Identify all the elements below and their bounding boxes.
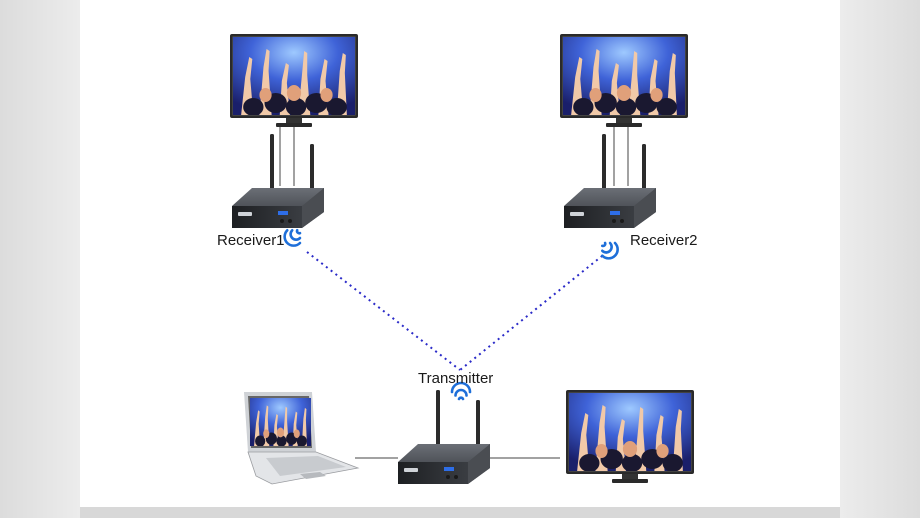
link-receiver2-transmitter [459,251,608,371]
monitor-top-right [560,34,688,127]
receiver1-device [232,134,324,228]
link-receiver1-transmitter [306,251,461,371]
receiver2-device [564,134,656,228]
background-left [0,0,80,518]
wifi-icon [596,236,623,264]
transmitter-device [398,390,490,484]
diagram-canvas [80,0,840,507]
monitor-top-left [230,34,358,127]
receiver2-label: Receiver2 [630,232,698,249]
monitor-bottom-right [566,390,694,483]
receiver1-label: Receiver1 [217,232,285,249]
transmitter-label: Transmitter [418,370,494,387]
laptop [244,392,360,485]
bottom-bar [80,507,840,518]
background-right [840,0,920,518]
